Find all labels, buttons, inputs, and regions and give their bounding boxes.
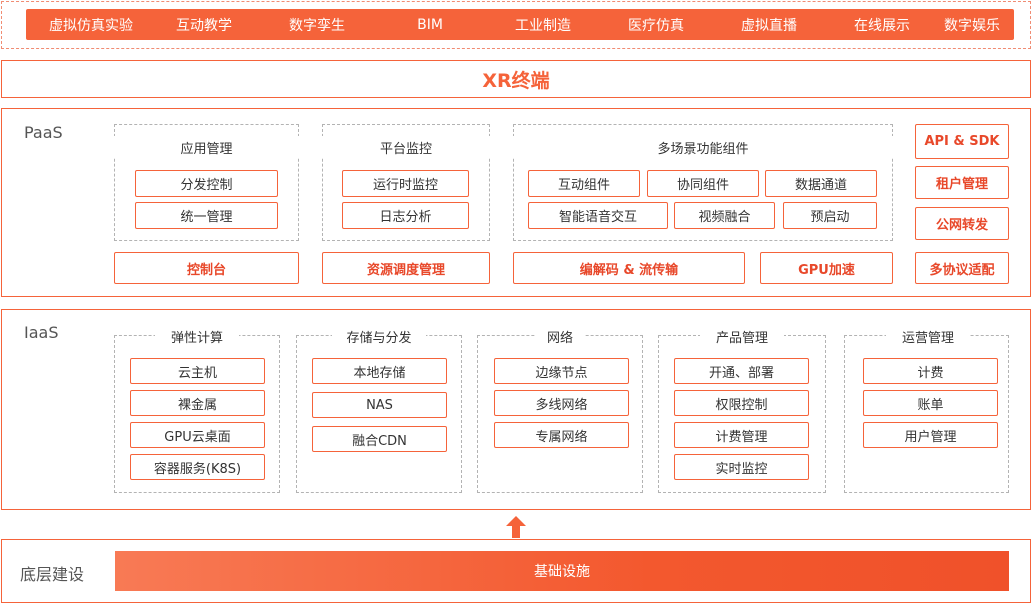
module-box: 计费管理 — [674, 422, 809, 448]
iaas-label: IaaS — [24, 323, 59, 342]
app-pill: 互动教学 — [139, 9, 269, 40]
paas-label: PaaS — [24, 123, 63, 142]
module-box: 运行时监控 — [342, 170, 469, 197]
module-box: GPU云桌面 — [130, 422, 265, 448]
app-pill: 医疗仿真 — [591, 9, 721, 40]
module-box: 分发控制 — [135, 170, 278, 197]
module-box: 用户管理 — [863, 422, 998, 448]
module-box: 日志分析 — [342, 202, 469, 229]
infrastructure-bar: 基础设施 — [115, 551, 1009, 591]
group-title: 存储与分发 — [332, 326, 426, 346]
group-title: 应用管理 — [114, 136, 299, 158]
module-box: 账单 — [863, 390, 998, 416]
platform-monitor-group — [322, 124, 490, 241]
module-box: 权限控制 — [674, 390, 809, 416]
app-management-group — [114, 124, 299, 241]
module-box: 开通、部署 — [674, 358, 809, 384]
module-box: 数据通道 — [765, 170, 877, 197]
api-sdk-box: API & SDK — [915, 124, 1009, 159]
module-box: 边缘节点 — [494, 358, 629, 384]
group-title: 网络 — [536, 326, 584, 346]
module-box: 本地存储 — [312, 358, 447, 384]
multi-protocol-box: 多协议适配 — [915, 252, 1009, 284]
tenant-management-box: 租户管理 — [915, 166, 1009, 199]
xr-terminal-bar: XR终端 — [1, 60, 1031, 98]
app-pill: 数字孪生 — [252, 9, 382, 40]
module-box: 融合CDN — [312, 426, 447, 452]
group-title: 平台监控 — [322, 136, 490, 158]
module-box: 计费 — [863, 358, 998, 384]
group-title: 多场景功能组件 — [513, 136, 893, 158]
multi-scene-components-group — [513, 124, 893, 241]
public-forwarding-box: 公网转发 — [915, 207, 1009, 240]
module-box: 智能语音交互 — [528, 202, 668, 229]
group-title: 弹性计算 — [155, 326, 239, 346]
module-box: 视频融合 — [674, 202, 775, 229]
codec-streaming-box: 编解码 & 流传输 — [513, 252, 745, 284]
group-title: 产品管理 — [700, 326, 784, 346]
resource-scheduling-box: 资源调度管理 — [322, 252, 490, 284]
group-title: 运营管理 — [886, 326, 970, 346]
module-box: 专属网络 — [494, 422, 629, 448]
module-box: NAS — [312, 392, 447, 418]
app-pill: 在线展示 — [817, 9, 947, 40]
up-arrow-icon — [506, 516, 526, 538]
module-box: 预启动 — [783, 202, 877, 229]
module-box: 协同组件 — [647, 170, 759, 197]
module-box: 容器服务(K8S) — [130, 454, 265, 480]
app-pill: BIM — [365, 9, 495, 40]
app-pill: 虚拟仿真实验 — [26, 9, 156, 40]
base-label: 底层建设 — [20, 565, 85, 584]
gpu-acceleration-box: GPU加速 — [760, 252, 893, 284]
application-strip — [1, 1, 1031, 49]
app-pill: 虚拟直播 — [704, 9, 834, 40]
app-pill: 数字娱乐 — [930, 9, 1014, 40]
console-box: 控制台 — [114, 252, 299, 284]
module-box: 裸金属 — [130, 390, 265, 416]
module-box: 统一管理 — [135, 202, 278, 229]
module-box: 实时监控 — [674, 454, 809, 480]
module-box: 多线网络 — [494, 390, 629, 416]
app-pill: 工业制造 — [478, 9, 608, 40]
module-box: 互动组件 — [528, 170, 640, 197]
module-box: 云主机 — [130, 358, 265, 384]
